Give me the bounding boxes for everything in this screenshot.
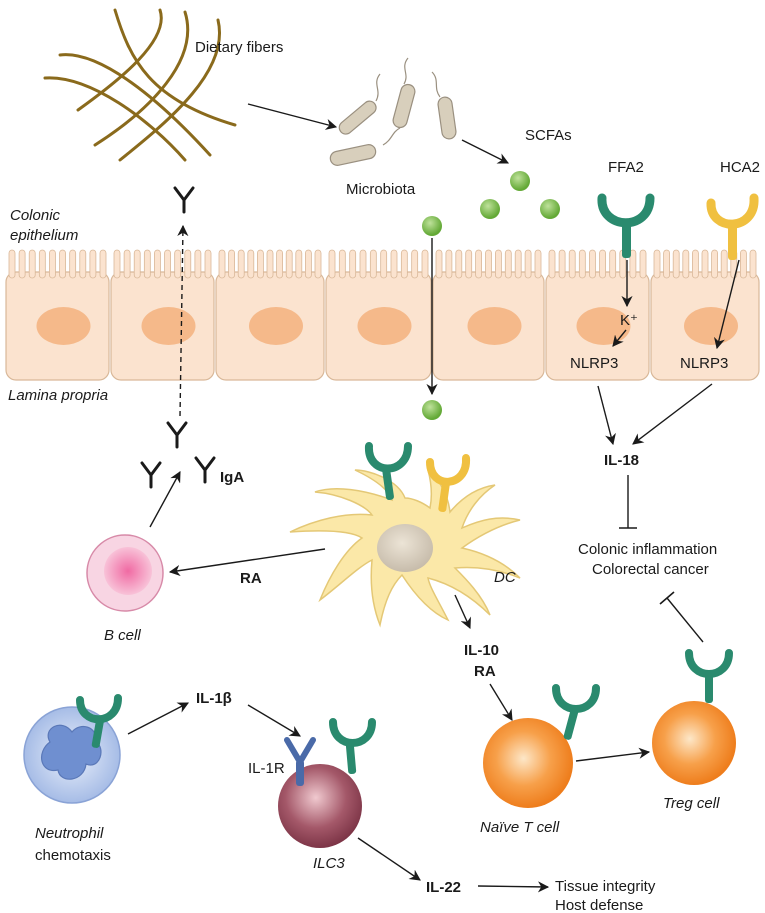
nucleus [141,307,196,345]
epithelial-cell [110,249,215,381]
naive-t-cell-icon [483,684,600,808]
il1b-label: IL-1β [196,690,232,707]
epithelial-cell [325,249,432,381]
dietary-fibers-icon [43,8,237,162]
arrow-ilc3-to-il22 [357,837,421,881]
hca2-label: HCA2 [720,159,760,176]
scfa-dot [480,199,500,219]
scfa-dot [422,400,442,420]
inhibit-bar-treg [659,591,675,605]
ilc3-icon [278,718,376,848]
ra-to-tcell-label: RA [474,663,496,680]
treg-cell-label: Treg cell [663,795,720,812]
microbiota-label: Microbiota [346,181,416,198]
scfa-dot [510,171,530,191]
arrow-bcell-to-iga [149,471,181,528]
nucleus [684,307,738,345]
il22-label: IL-22 [426,879,461,896]
ffa2-receptor-icon [597,193,655,258]
arrow-nlrp3-to-il18-left [597,385,616,446]
ffa2-label: FFA2 [608,159,644,176]
neutrophil-icon [23,694,122,804]
arrow-microbiota-to-scfas [461,139,510,164]
inhibit-treg-to-inflammation [666,597,704,643]
nucleus [36,307,91,345]
arrow-neutrophil-to-il1b [127,702,189,735]
scfa-dot [540,199,560,219]
arrow-naive-t-to-treg [575,747,651,762]
epithelial-cell [215,249,325,381]
tissue-integrity-label: Tissue integrity [555,878,656,895]
nlrp3-ffa2-label: NLRP3 [570,355,618,372]
microbiota-icon [329,57,457,166]
dendritic-cell-icon [289,442,521,628]
iga-antibody-icon [140,186,216,489]
hca2-receptor-icon [706,193,759,260]
dc-label: DC [494,569,516,586]
iga-label: IgA [220,469,244,486]
arrow-dc-to-il10 [454,594,471,630]
treg-cell-icon [652,649,736,785]
colonic-inflammation-label: Colonic inflammation [578,541,717,558]
il18-label: IL-18 [604,452,639,469]
arrow-hca2-to-nlrp3 [714,259,740,350]
arrow-il1b-to-ilc3 [247,704,301,737]
neutrophil-label: Neutrophil [35,825,104,842]
b-cell-label: B cell [104,627,141,644]
ra-to-bcell-label: RA [240,570,262,587]
arrow-nlrp3-to-il18-right [632,383,713,445]
epithelial-cell [432,249,545,381]
nucleus [357,307,412,345]
nlrp3-hca2-label: NLRP3 [680,355,728,372]
arrow-iga-secretion [177,224,189,417]
scfa-dot [422,216,442,236]
il1r-label: IL-1R [248,760,285,777]
colonic-epithelium [5,249,760,381]
colonic-epithelium-label: Colonic [10,207,61,224]
neutrophil-label-2: chemotaxis [35,847,111,864]
scfas-label: SCFAs [525,127,572,144]
naive-t-cell-label: Naïve T cell [480,819,560,836]
lamina-propria-label: Lamina propria [8,387,108,404]
nucleus [467,307,522,345]
host-defense-label: Host defense [555,897,643,913]
nucleus [249,307,303,345]
arrow-fibers-to-microbiota [247,103,338,130]
colorectal-cancer-label: Colorectal cancer [592,561,709,578]
arrow-il10-to-naive-t [489,683,513,721]
il10-label: IL-10 [464,642,499,659]
arrow-dc-to-bcell [168,548,326,577]
k-plus-label: K⁺ [620,312,638,329]
ilc3-label: ILC3 [313,855,345,872]
dietary-fibers-label: Dietary fibers [195,39,283,56]
colonic-epithelium-label-2: epithelium [10,227,78,244]
arrow-il22-to-tissue [477,881,550,893]
b-cell-icon [86,534,164,612]
epithelial-cell [5,249,110,381]
arrow-k-to-nlrp3 [612,329,627,347]
